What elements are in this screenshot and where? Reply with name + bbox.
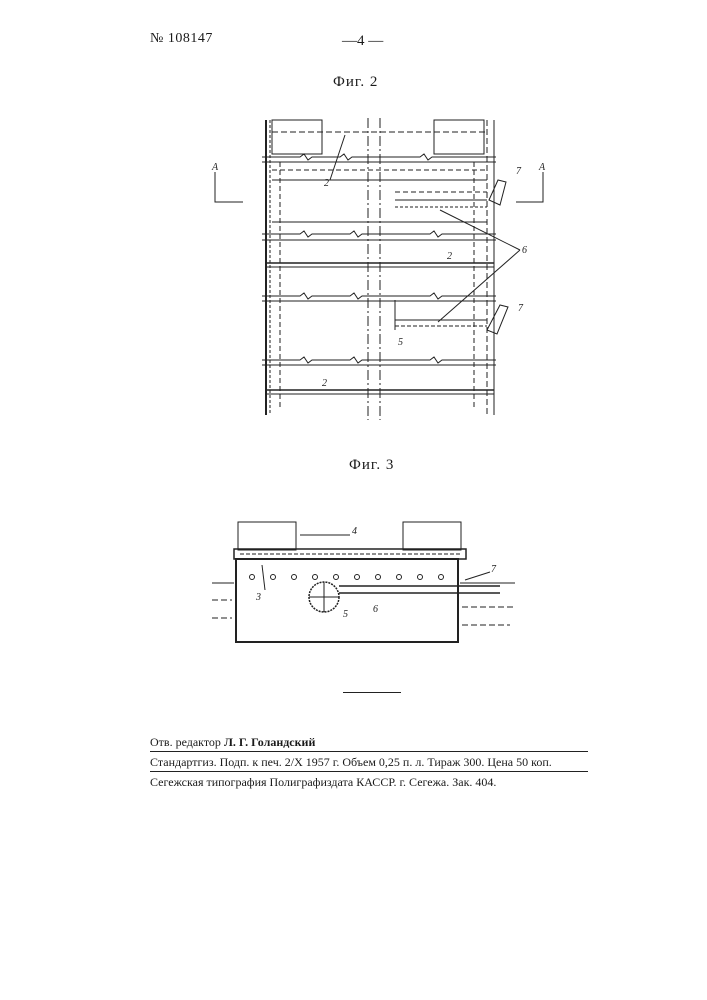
imprint-rule-top (150, 751, 588, 752)
fig2-label-2-mid: 2 (447, 251, 452, 262)
section-mark-right: А (538, 162, 546, 173)
separator-rule (343, 692, 401, 693)
imprint-rule-bottom (150, 771, 588, 772)
section-mark-left: А (211, 162, 219, 173)
fig2-label-7-bottom: 7 (518, 303, 524, 314)
fig2-label-6: 6 (522, 245, 527, 256)
editor-prefix: Отв. редактор (150, 735, 221, 749)
editor-line: Отв. редактор Л. Г. Голандский (150, 735, 315, 750)
printer-line: Сегежская типография Полиграфиздата КАСС… (150, 775, 496, 790)
fig2-label-2-bottom: 2 (322, 378, 327, 389)
publisher-line: Стандартгиз. Подп. к печ. 2/X 1957 г. Об… (150, 755, 552, 770)
figure-3-caption: Фиг. 3 (349, 457, 394, 474)
fig2-label-2-top: 2 (324, 178, 329, 189)
fig2-label-7-top: 7 (516, 166, 522, 177)
fig2-label-5: 5 (398, 337, 403, 348)
editor-name: Л. Г. Голандский (224, 735, 315, 749)
